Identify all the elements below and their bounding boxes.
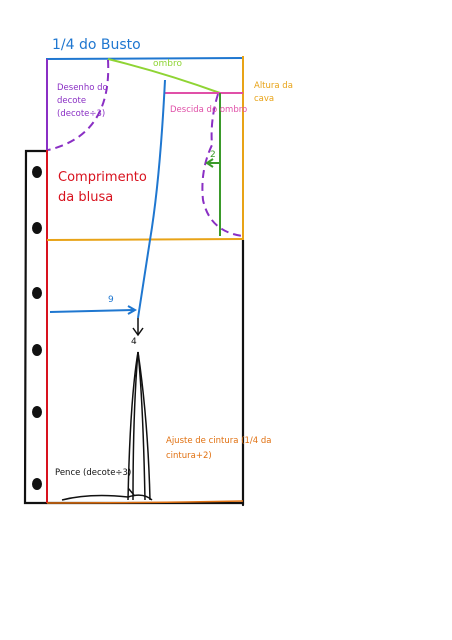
binder-hole	[32, 406, 42, 418]
dart-label: Pence (decote÷3)	[55, 468, 132, 478]
arrow-9	[49, 305, 138, 315]
neckline-label: Desenho do decote (decote÷3)	[57, 83, 108, 119]
binder-holes	[32, 166, 42, 490]
binder-hole	[32, 478, 42, 490]
waist-adjust-label: Ajuste de cintura (1/4 da cintura+2)	[166, 436, 272, 461]
arrow-4	[132, 318, 144, 337]
arrow-4-label: 4	[131, 337, 137, 347]
binder-hole	[32, 344, 42, 356]
arrow-2-label: 2	[210, 150, 216, 160]
shoulder-line	[107, 58, 221, 94]
waist-line	[46, 500, 244, 504]
armhole-curve	[201, 93, 244, 237]
binder-hole	[32, 222, 42, 234]
length-label: Comprimento da blusa	[58, 170, 147, 205]
arrow-2	[205, 158, 221, 168]
bust-line	[45, 57, 244, 60]
binder-hole	[32, 166, 42, 178]
binder-hole	[32, 287, 42, 299]
armhole-height-label: Altura da cava	[254, 81, 293, 104]
neckline-curve	[47, 59, 110, 151]
center-guide-line	[137, 79, 166, 319]
shoulder-drop-label: Descida do ombro	[170, 105, 248, 115]
dart-pence	[61, 351, 153, 501]
diagram-title: 1/4 do Busto	[52, 37, 141, 53]
armhole-line	[46, 238, 244, 241]
arrow-9-label: 9	[108, 295, 114, 305]
shoulder-label: ombro	[153, 59, 182, 69]
